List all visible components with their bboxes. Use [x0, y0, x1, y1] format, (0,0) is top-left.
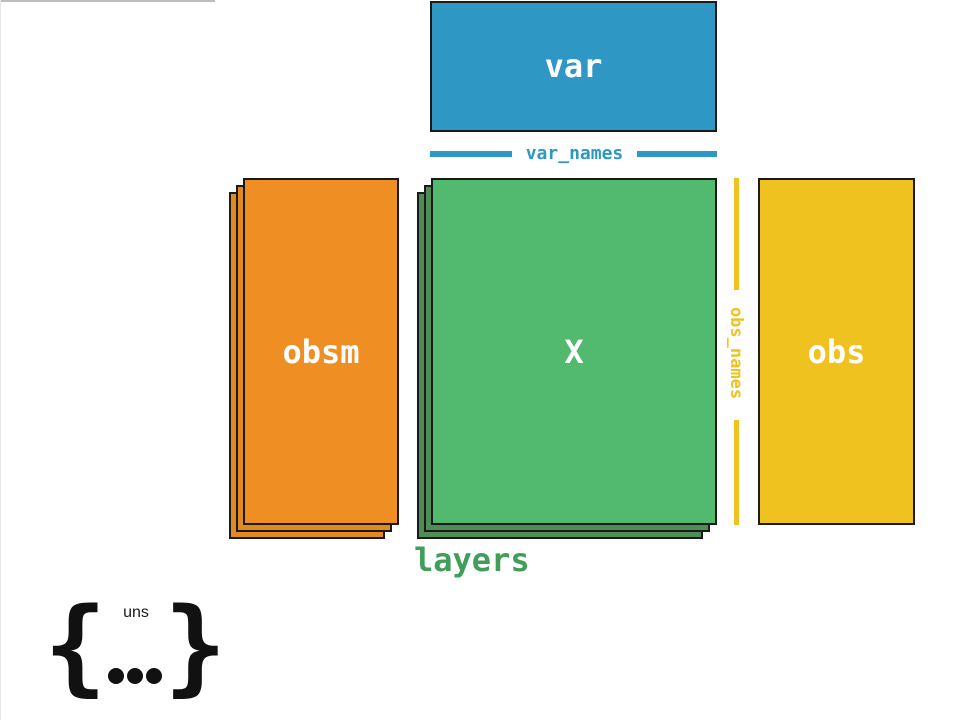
obs-names-bar-bottom [734, 420, 739, 525]
uns-close-brace: } [164, 585, 227, 707]
var-block [430, 1, 717, 132]
x-matrix-block [431, 178, 717, 525]
uns-ellipsis-icon [108, 668, 164, 686]
ellipsis-dot-icon [146, 668, 162, 684]
left-border-line [0, 0, 1, 720]
top-border-line [0, 0, 215, 2]
obs-names-label-wrap: obs_names [725, 293, 747, 413]
x-label: X [564, 333, 584, 371]
var-names-bar-left [430, 151, 512, 157]
var-names-bar-right [637, 151, 717, 157]
var-label: var [544, 47, 603, 85]
obs-names-bar-top [734, 178, 739, 290]
obsm-label: obsm [282, 333, 360, 371]
uns-label: uns [123, 604, 149, 621]
uns-open-brace: { [44, 585, 107, 707]
layers-label: layers [414, 541, 530, 579]
obsm-block [243, 178, 399, 525]
obs-label: obs [807, 333, 866, 371]
var-names-label: var_names [525, 143, 624, 164]
obs-block [758, 178, 915, 525]
ellipsis-dot-icon [108, 668, 124, 684]
ellipsis-dot-icon [127, 668, 143, 684]
obs-names-label: obs_names [726, 306, 746, 400]
